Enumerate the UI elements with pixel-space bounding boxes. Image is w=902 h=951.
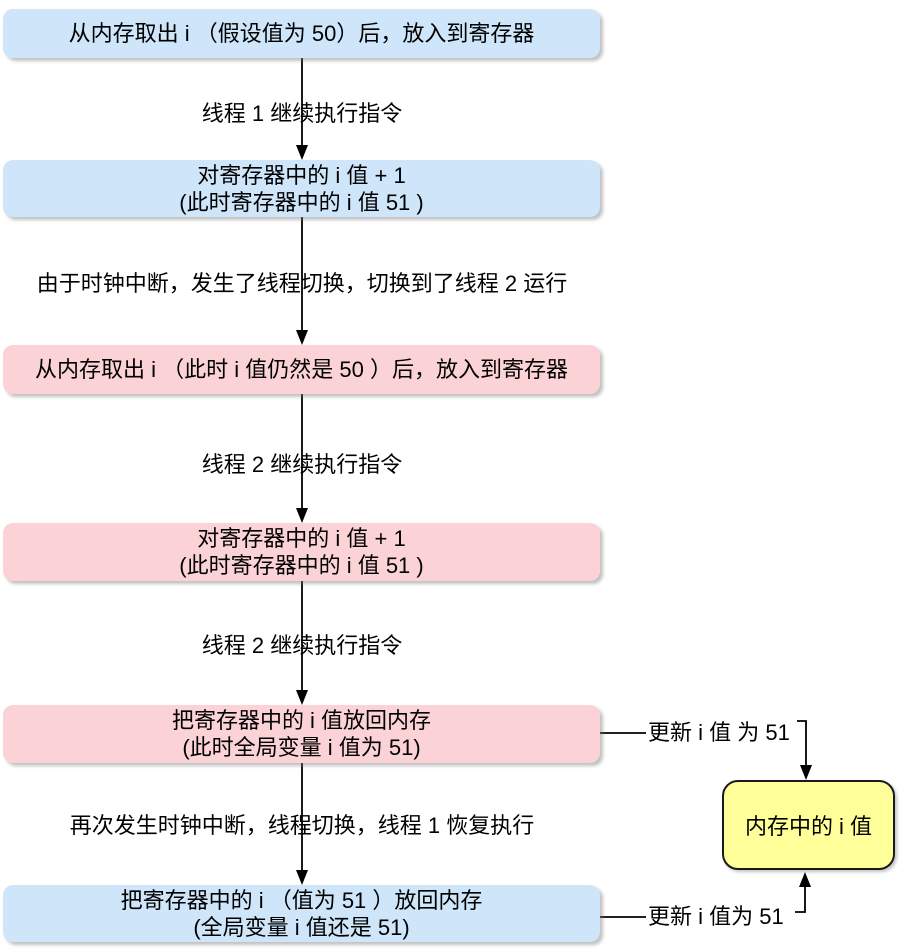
connector-line-bottom-elbow — [795, 886, 806, 913]
flow-box-thread2-load: 从内存取出 i （此时 i 值仍然是 50 ）后，放入到寄存器 — [3, 345, 600, 394]
flow-box-text-line1: 对寄存器中的 i 值 + 1 — [197, 162, 406, 188]
arrowhead-5 — [296, 870, 308, 885]
flow-box-text-line1: 把寄存器中的 i （值为 51 ）放回内存 — [120, 887, 483, 913]
flow-box-thread1-load: 从内存取出 i （假设值为 50）后，放入到寄存器 — [3, 9, 600, 58]
connector-line-top-elbow — [797, 720, 807, 766]
flow-box-text-line2: (此时全局变量 i 值为 51) — [182, 735, 421, 760]
connector-label-update-top: 更新 i 值 为 51 — [648, 720, 790, 745]
edge-label-thread1-continue: 线程 1 继续执行指令 — [201, 101, 403, 126]
flow-box-thread1-writeback: 把寄存器中的 i （值为 51 ）放回内存 (全局变量 i 值还是 51) — [3, 885, 600, 942]
flow-box-thread2-increment: 对寄存器中的 i 值 + 1 (此时寄存器中的 i 值 51 ) — [3, 523, 600, 581]
flow-box-text-line1: 把寄存器中的 i 值放回内存 — [171, 708, 432, 733]
flow-box-thread1-increment: 对寄存器中的 i 值 + 1 (此时寄存器中的 i 值 51 ) — [3, 160, 600, 217]
memory-box: 内存中的 i 值 — [722, 780, 895, 870]
flow-box-text-line1: 对寄存器中的 i 值 + 1 — [197, 526, 406, 551]
arrowhead-memory-top — [800, 765, 812, 780]
flow-box-thread2-writeback: 把寄存器中的 i 值放回内存 (此时全局变量 i 值为 51) — [3, 705, 600, 763]
flow-box-text-line2: (此时寄存器中的 i 值 51 ) — [179, 553, 424, 578]
arrowhead-2 — [296, 330, 308, 345]
edge-label-thread2-continue-2: 线程 2 继续执行指令 — [201, 633, 403, 658]
edge-label-interrupt-switch-to-thread2: 由于时钟中断，发生了线程切换，切换到了线程 2 运行 — [36, 271, 568, 296]
edge-label-interrupt-resume-thread1: 再次发生时钟中断，线程切换，线程 1 恢复执行 — [69, 813, 535, 838]
flow-box-text-line2: (全局变量 i 值还是 51) — [193, 914, 410, 940]
edge-label-thread2-continue-1: 线程 2 继续执行指令 — [201, 452, 403, 477]
arrowhead-4 — [296, 690, 308, 705]
flow-box-text-line2: (此时寄存器中的 i 值 51 ) — [179, 189, 424, 215]
connector-label-update-bottom: 更新 i 值为 51 — [648, 904, 784, 929]
arrowhead-3 — [296, 508, 308, 523]
arrowhead-memory-bottom — [799, 872, 811, 887]
memory-box-label: 内存中的 i 值 — [744, 814, 873, 839]
flow-box-text: 从内存取出 i （假设值为 50）后，放入到寄存器 — [68, 21, 535, 46]
arrowhead-1 — [296, 145, 308, 160]
flow-box-text: 从内存取出 i （此时 i 值仍然是 50 ）后，放入到寄存器 — [35, 357, 568, 382]
